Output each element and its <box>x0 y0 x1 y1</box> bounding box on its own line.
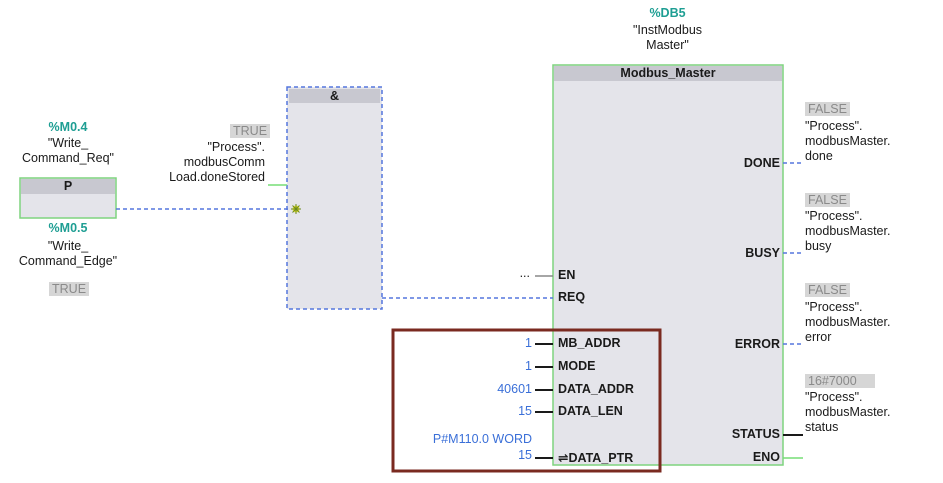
signal-star-icon <box>291 204 301 214</box>
p-contact-top-tag: "Write_ Command_Req" <box>22 136 114 165</box>
pin-data-len: DATA_LEN <box>558 404 623 418</box>
status-state: 16#7000 <box>805 374 875 388</box>
pin-en: EN <box>558 268 576 282</box>
pin-mb-addr: MB_ADDR <box>558 336 621 350</box>
busy-tag[interactable]: "Process". modbusMaster. busy <box>805 209 891 253</box>
done-tag[interactable]: "Process". modbusMaster. done <box>805 119 891 163</box>
and-block-box[interactable] <box>286 86 383 310</box>
error-tag[interactable]: "Process". modbusMaster. error <box>805 300 891 344</box>
p-contact-top-addr: %M0.4 <box>48 120 88 134</box>
pin-error: ERROR <box>734 337 780 351</box>
data-ptr-value[interactable]: 15 <box>518 448 532 462</box>
and-input-tag: "Process". modbusComm Load.doneStored <box>169 140 265 184</box>
busy-state: FALSE <box>805 193 850 207</box>
pin-data-addr: DATA_ADDR <box>558 382 634 396</box>
and-input-state: TRUE <box>230 124 271 138</box>
modbus-instance-name: "InstModbus Master" <box>632 23 703 52</box>
error-state: FALSE <box>805 283 850 297</box>
status-tag[interactable]: "Process". modbusMaster. status <box>805 390 891 434</box>
pin-req: REQ <box>558 290 586 304</box>
en-value[interactable]: ... <box>519 266 530 280</box>
done-state: FALSE <box>805 102 850 116</box>
p-contact-label: P <box>63 179 73 193</box>
mb-addr-value[interactable]: 1 <box>525 336 532 350</box>
modbus-master-header <box>554 66 782 81</box>
p-contact-bottom-addr: %M0.5 <box>48 221 88 235</box>
pin-data-ptr: ⇌DATA_PTR <box>558 451 634 465</box>
pin-status: STATUS <box>731 427 780 441</box>
p-contact-bottom-tag: "Write_ Command_Edge" <box>18 239 118 268</box>
pin-busy: BUSY <box>745 246 780 260</box>
highlight-box <box>391 328 662 473</box>
pin-done: DONE <box>743 156 780 170</box>
pin-eno: ENO <box>752 450 780 464</box>
modbus-db-addr: %DB5 <box>649 6 686 20</box>
p-contact-bottom-state: TRUE <box>49 282 90 296</box>
and-block-header <box>289 89 380 103</box>
modbus-master-box[interactable] <box>552 64 784 466</box>
pin-mode: MODE <box>558 359 596 373</box>
data-len-value[interactable]: 15 <box>518 404 532 418</box>
and-block-label: & <box>329 89 340 103</box>
p-contact-header <box>21 179 115 194</box>
modbus-title: Modbus_Master <box>620 66 716 80</box>
data-addr-value[interactable]: 40601 <box>497 382 532 396</box>
data-ptr-address[interactable]: P#M110.0 WORD <box>432 432 532 446</box>
mode-value[interactable]: 1 <box>525 359 532 373</box>
